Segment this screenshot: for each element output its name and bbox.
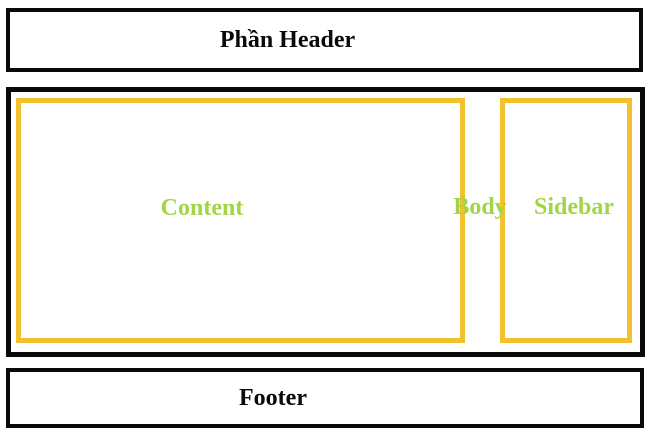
sidebar-label: Sidebar — [533, 194, 614, 220]
content-label: Content — [160, 194, 244, 221]
body-section: Content Sidebar Body — [6, 87, 645, 357]
header-label: Phần Header — [219, 27, 356, 53]
sidebar-section: Sidebar — [500, 98, 632, 343]
footer-label: Footer — [239, 385, 307, 411]
header-section: Phần Header — [6, 8, 643, 72]
footer-section: Footer — [6, 368, 644, 428]
content-section: Content — [16, 98, 465, 343]
body-label: Body — [453, 194, 507, 220]
